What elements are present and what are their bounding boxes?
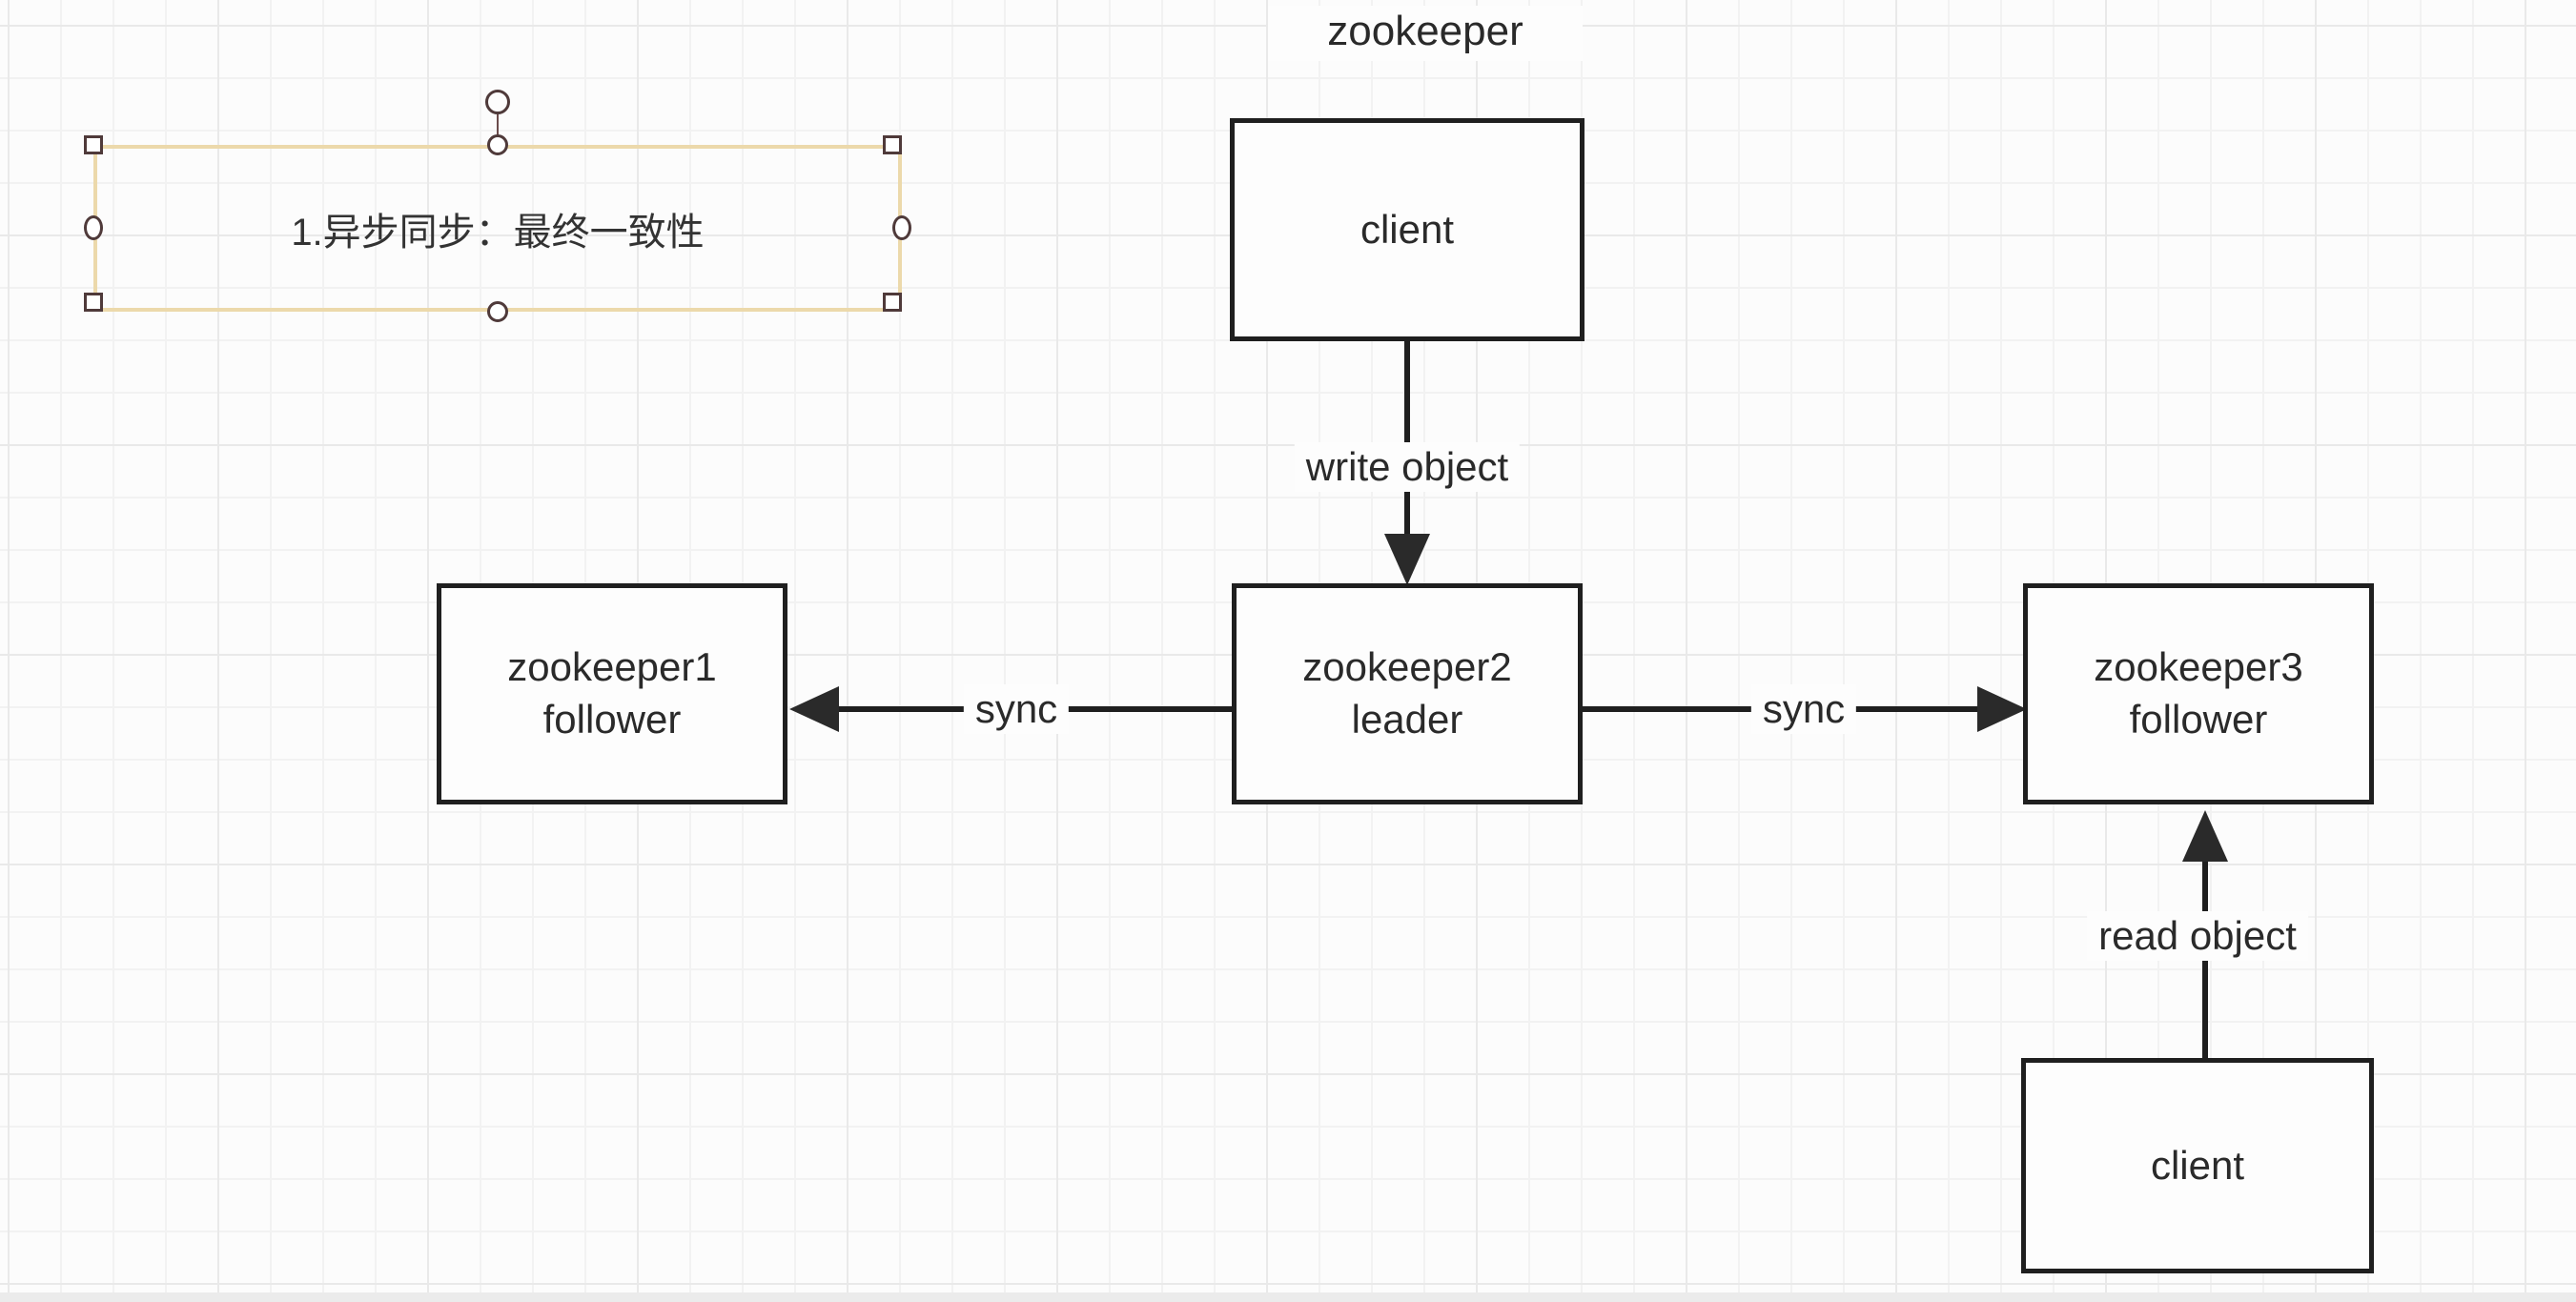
edge-label-read-object[interactable]: read object <box>2087 911 2308 961</box>
rotation-stem <box>497 112 499 145</box>
diagram-title[interactable]: zookeeper <box>1268 6 1583 61</box>
resize-handle-se[interactable] <box>883 293 902 312</box>
node-client-bottom-label: client <box>2150 1142 2245 1188</box>
node-zookeeper3-follower[interactable]: zookeeper3 follower <box>2023 583 2374 804</box>
edge-label-write-object[interactable]: write object <box>1294 442 1521 492</box>
node-zookeeper1-follower[interactable]: zookeeper1 follower <box>437 583 787 804</box>
edge-write-object[interactable] <box>1384 340 1430 585</box>
node-zk3-role: follower <box>2129 697 2268 742</box>
edge-label-sync-right[interactable]: sync <box>1750 684 1857 734</box>
resize-handle-nw[interactable] <box>84 135 103 154</box>
edge-label-sync-left[interactable]: sync <box>963 684 1070 734</box>
resize-handle-sw[interactable] <box>84 293 103 312</box>
note-text: 1.异步同步：最终一致性 <box>291 211 705 254</box>
node-client-top-label: client <box>1360 206 1455 252</box>
resize-handle-e[interactable] <box>892 215 911 240</box>
node-client-top[interactable]: client <box>1230 118 1584 341</box>
selected-note-textbox[interactable]: 1.异步同步：最终一致性 <box>93 145 902 312</box>
bottom-edge-strip <box>0 1292 2576 1302</box>
node-zk3-name: zookeeper3 <box>2094 644 2303 690</box>
node-zk1-role: follower <box>542 697 682 742</box>
resize-handle-n[interactable] <box>487 134 508 155</box>
node-client-bottom[interactable]: client <box>2021 1058 2374 1273</box>
node-zk2-name: zookeeper2 <box>1302 644 1512 690</box>
node-zookeeper2-leader[interactable]: zookeeper2 leader <box>1232 583 1583 804</box>
resize-handle-w[interactable] <box>84 215 103 240</box>
node-zk1-name: zookeeper1 <box>507 644 717 690</box>
rotation-handle-icon[interactable] <box>485 90 510 114</box>
node-zk2-role: leader <box>1351 697 1463 742</box>
resize-handle-ne[interactable] <box>883 135 902 154</box>
resize-handle-s[interactable] <box>487 301 508 322</box>
